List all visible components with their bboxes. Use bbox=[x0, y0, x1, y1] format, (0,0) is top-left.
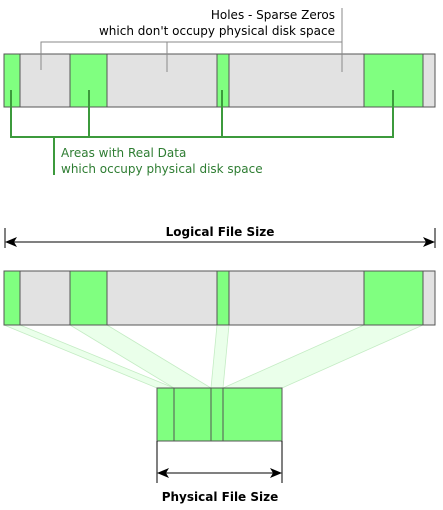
projection-bands bbox=[3, 324, 424, 389]
logical-size-label: Logical File Size bbox=[166, 225, 275, 239]
physical-blocks bbox=[156, 387, 283, 442]
data-block bbox=[69, 270, 108, 326]
file-bar-top bbox=[3, 53, 436, 108]
arrowhead-left bbox=[5, 237, 17, 247]
physical-size-label: Physical File Size bbox=[162, 490, 279, 504]
arrowhead-left bbox=[157, 468, 169, 478]
physical-data-block bbox=[156, 387, 175, 442]
physical-data-block bbox=[173, 387, 212, 442]
logical-size-dimension bbox=[4, 228, 436, 248]
data-block bbox=[363, 270, 424, 326]
arrowhead-right bbox=[270, 468, 282, 478]
holes-bracket bbox=[40, 8, 343, 72]
physical-data-block bbox=[222, 387, 283, 442]
holes-label-line1: Holes - Sparse Zeros bbox=[211, 8, 335, 22]
data-label-line1: Areas with Real Data bbox=[61, 146, 186, 160]
data-block bbox=[3, 270, 21, 326]
arrowhead-right bbox=[423, 237, 435, 247]
holes-label-line2: which don't occupy physical disk space bbox=[99, 24, 335, 38]
data-label-line2: which occupy physical disk space bbox=[61, 162, 263, 176]
data-bracket bbox=[10, 90, 394, 175]
physical-size-dimension bbox=[156, 441, 283, 483]
physical-data-block bbox=[210, 387, 224, 442]
file-bar-middle bbox=[3, 270, 436, 326]
data-block bbox=[216, 270, 230, 326]
